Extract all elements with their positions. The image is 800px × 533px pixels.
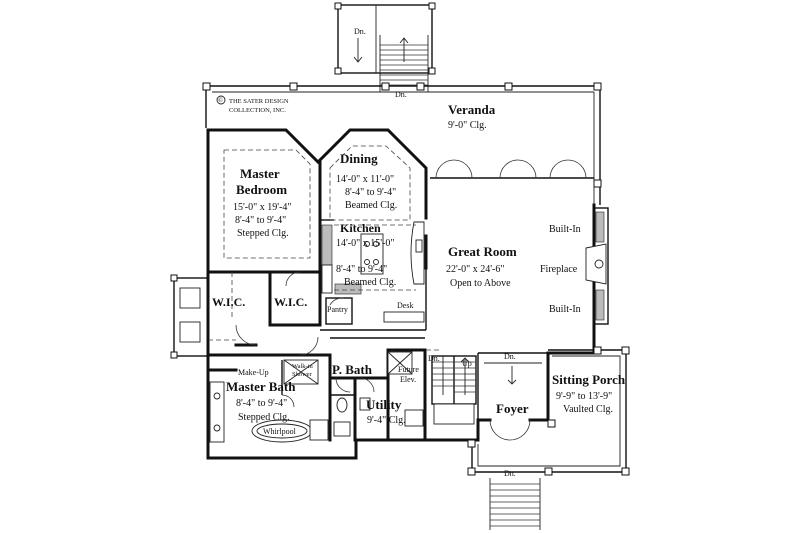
kitchen-clg2: Beamed Clg. — [344, 277, 396, 288]
utility-name: Utility — [366, 397, 402, 412]
kitchen-name: Kitchen — [340, 221, 381, 235]
future-elev-line1: Future — [398, 365, 419, 374]
french-doors — [430, 159, 594, 179]
top-deck-stair: Dn. — [334, 2, 436, 92]
dining-name: Dining — [340, 151, 378, 166]
master-bedroom-clg1: 8'-4" to 9'-4" — [235, 215, 286, 226]
whirlpool-name: Whirlpool — [263, 427, 297, 436]
fireplace-wall: Built-In Fireplace Built-In — [540, 207, 609, 325]
veranda: Dn. Veranda 9'-0" Clg. — [202, 82, 602, 205]
master-bath-name: Master Bath — [226, 379, 296, 394]
stair-up-foyer-label: Up — [462, 359, 472, 368]
master-bath-clg1: 8'-4" to 9'-4" — [236, 398, 287, 409]
dining-clg2: Beamed Clg. — [345, 200, 397, 211]
room-labels: Dining 14'-0" x 11'-0" 8'-4" to 9'-4" Be… — [212, 151, 626, 436]
veranda-clg: 9'-0" Clg. — [448, 120, 487, 131]
wic-left-name: W.I.C. — [212, 295, 245, 309]
stair-dn-foyer-left-label: Dn. — [428, 354, 440, 363]
veranda-name: Veranda — [448, 102, 496, 117]
utility-clg: 9'-4" Clg. — [367, 415, 406, 426]
foyer-stairs: Dn. Up Dn. — [428, 352, 542, 425]
copyright-line1: THE SATER DESIGN — [229, 98, 289, 105]
dining-dims: 14'-0" x 11'-0" — [336, 174, 394, 185]
master-bedroom-name2: Bedroom — [236, 182, 287, 197]
sitting-porch-dims: 9'-9" to 13'-9" — [556, 391, 612, 402]
copyright-line2: COLLECTION, INC. — [229, 107, 286, 114]
kitchen-clg1: 8'-4" to 9'-4" — [336, 264, 387, 275]
desk-name: Desk — [397, 301, 413, 310]
fireplace-label: Fireplace — [540, 264, 578, 275]
wic-right-name: W.I.C. — [274, 295, 307, 309]
master-bath-clg2: Stepped Clg. — [238, 412, 290, 423]
dining-clg1: 8'-4" to 9'-4" — [345, 187, 396, 198]
kitchen-fixtures — [321, 221, 425, 323]
interior-walls — [206, 160, 548, 442]
master-bedroom-clg2: Stepped Clg. — [237, 228, 289, 239]
sitting-porch: Dn. — [467, 346, 630, 478]
walk-in-shower-line2: Shower — [292, 371, 313, 378]
built-in-top-label: Built-In — [549, 224, 581, 235]
built-in-bottom-label: Built-In — [549, 304, 581, 315]
utility-fixtures — [333, 351, 424, 437]
bottom-stair — [489, 478, 541, 530]
master-bedroom-name1: Master — [240, 166, 280, 181]
great-room-detail: Open to Above — [450, 278, 511, 289]
master-bedroom-dims: 15'-0" x 19'-4" — [233, 202, 291, 213]
walk-in-shower-line1: Walk-in — [292, 363, 314, 370]
copyright-mark: © THE SATER DESIGN COLLECTION, INC. — [216, 95, 289, 114]
great-room-name: Great Room — [448, 244, 517, 259]
stair-dn-top-label: Dn. — [354, 27, 366, 36]
sitting-porch-name: Sitting Porch — [552, 372, 626, 387]
left-balcony — [170, 274, 209, 359]
p-bath-name: P. Bath — [332, 362, 373, 377]
sitting-porch-detail: Vaulted Clg. — [563, 404, 613, 415]
pantry-name: Pantry — [327, 305, 348, 314]
stair-dn-foyer-right-label: Dn. — [504, 352, 516, 361]
make-up-name: Make-Up — [238, 368, 269, 377]
stair-dn-bottom-label: Dn. — [504, 469, 516, 478]
master-bath-fixtures — [209, 359, 329, 443]
kitchen-dims: 14'-0" x 15'-0" — [336, 238, 394, 249]
copyright-symbol: © — [218, 97, 223, 104]
future-elev-line2: Elev. — [400, 375, 416, 384]
stair-dn-veranda-label: Dn. — [395, 90, 407, 99]
ceiling-dash-lines — [208, 145, 440, 351]
foyer-name: Foyer — [496, 401, 529, 416]
great-room-dims: 22'-0" x 24'-6" — [446, 264, 504, 275]
